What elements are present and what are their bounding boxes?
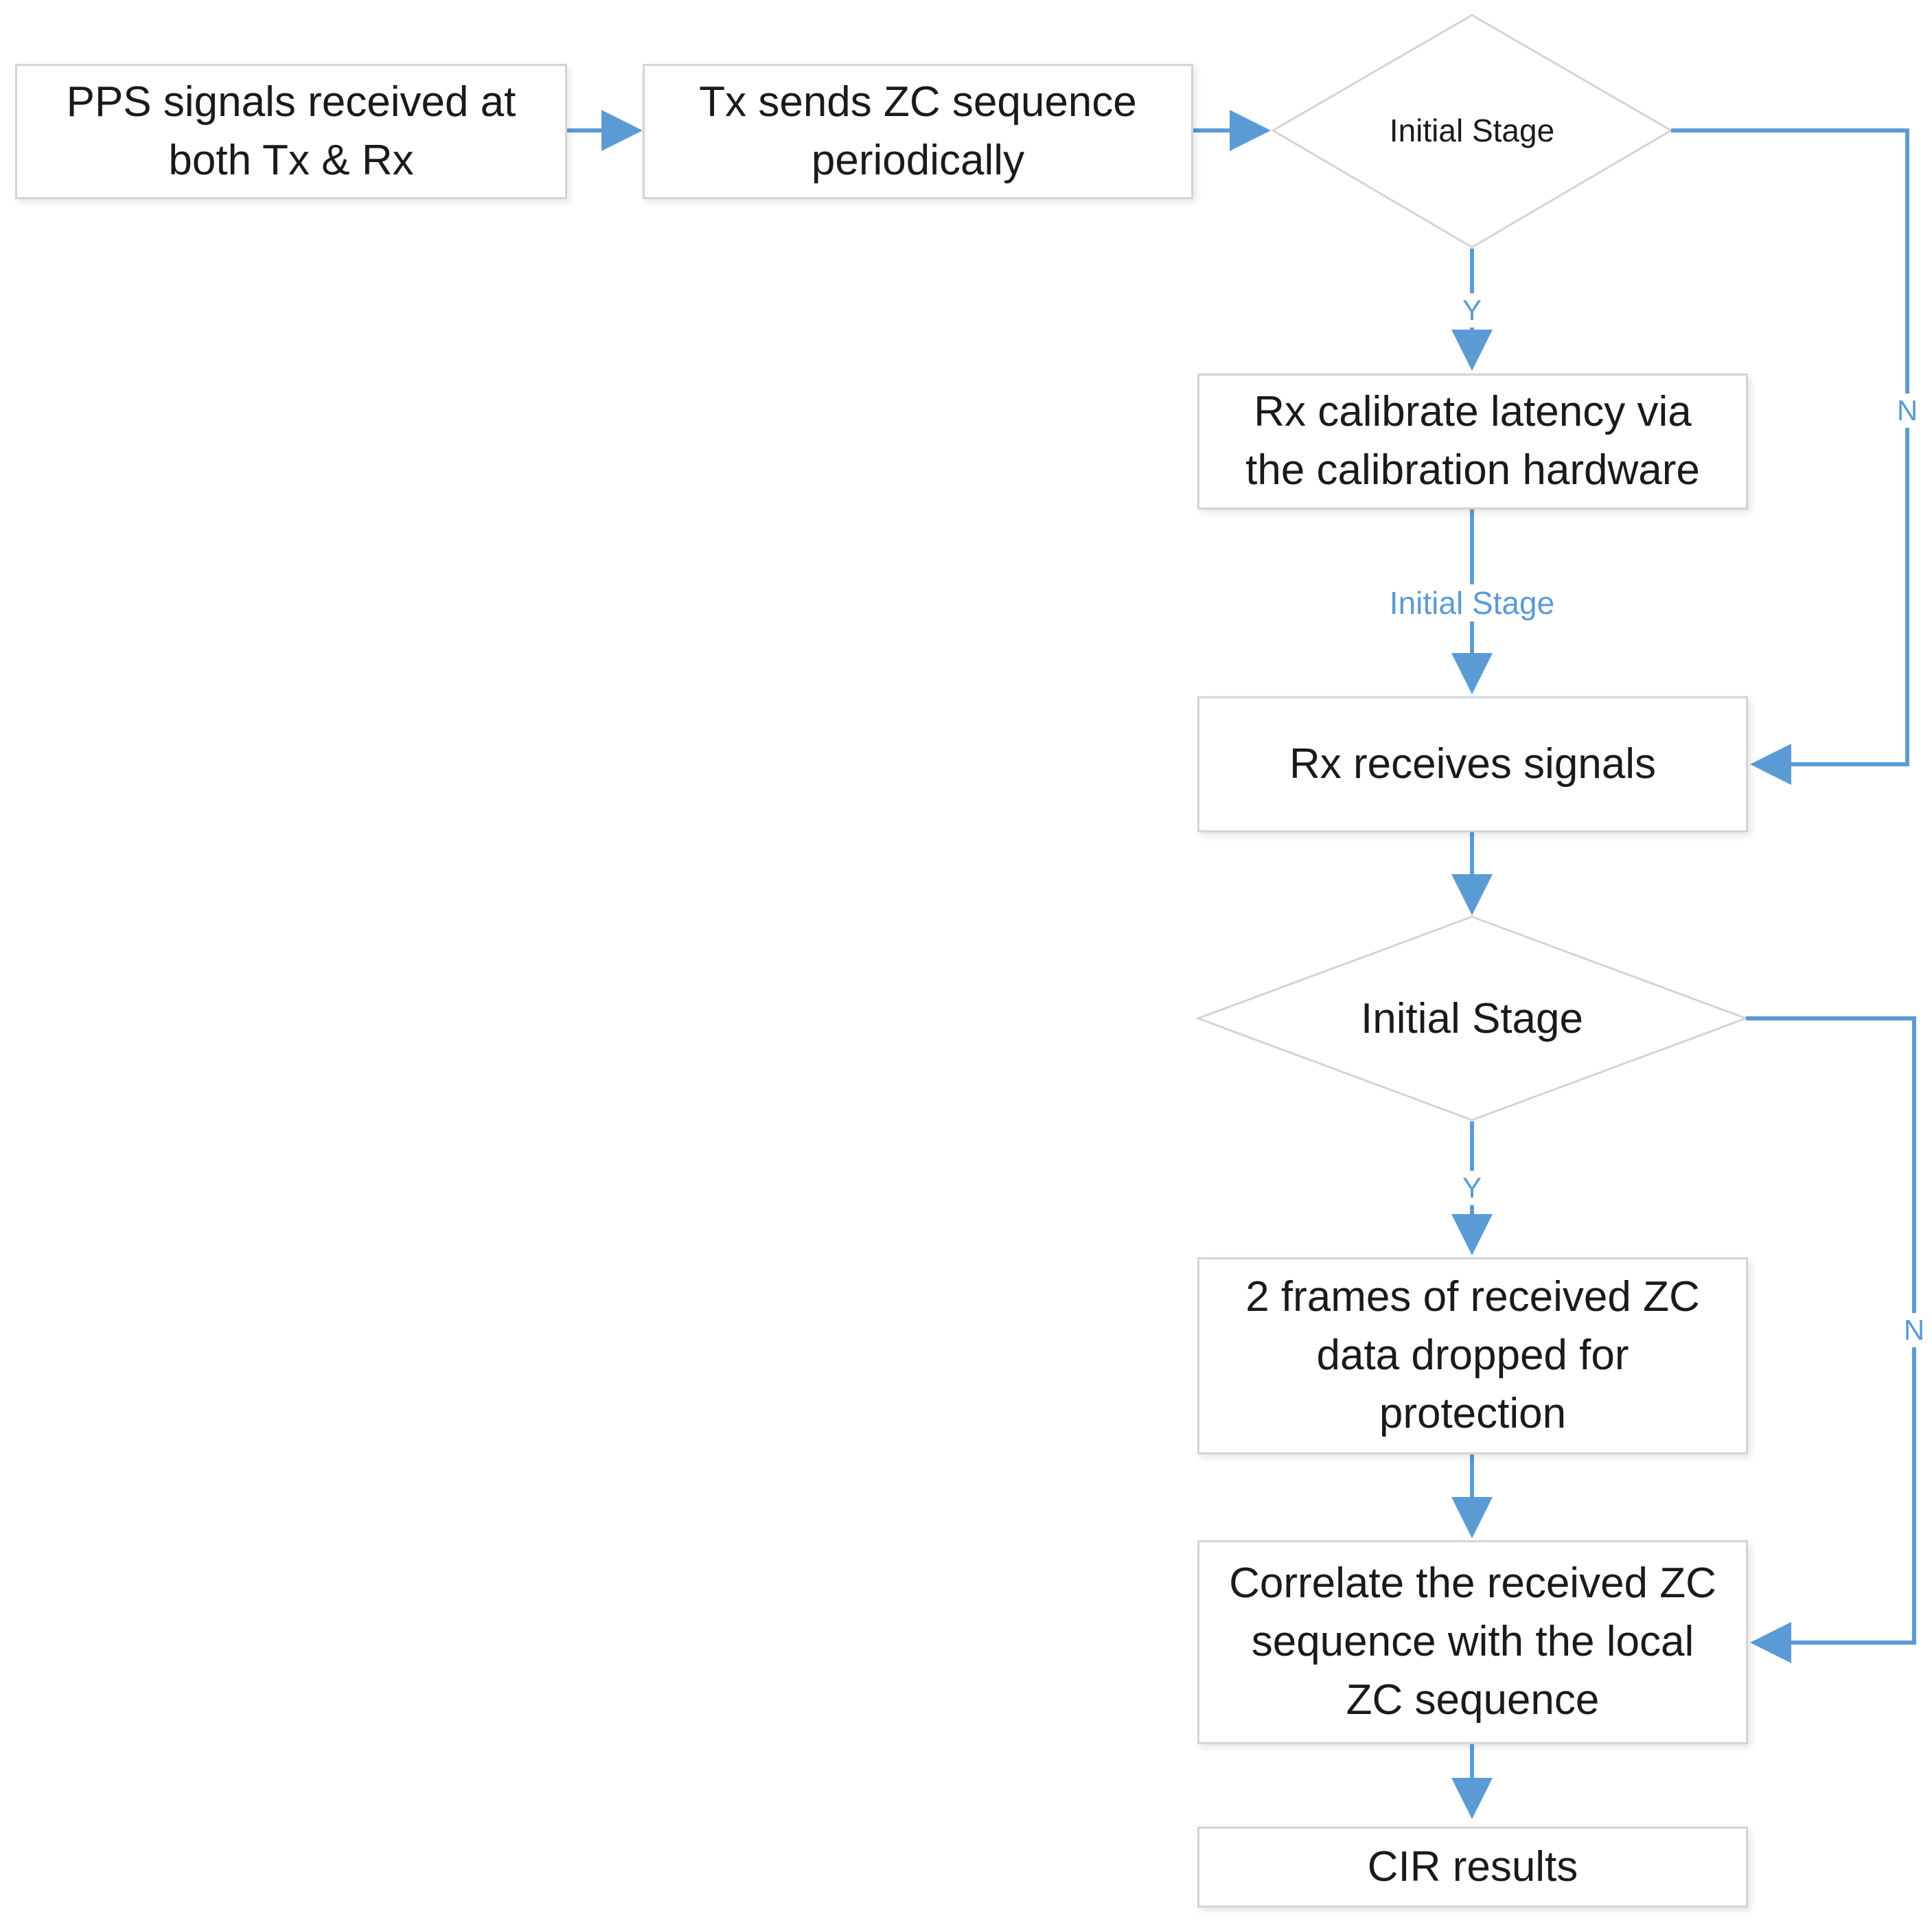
node-rx-receives-text: Rx receives signals	[1289, 740, 1657, 788]
node-tx-sends: Tx sends ZC sequence periodically	[643, 64, 1193, 199]
node-correlate: Correlate the received ZC sequence with …	[1197, 1540, 1748, 1744]
edge-label-decision2-no: N	[1900, 1313, 1928, 1347]
node-pps-signals: PPS signals received at both Tx & Rx	[15, 64, 567, 199]
node-cir-results: CIR results	[1197, 1827, 1748, 1908]
edge-label-calibrate-to-receive: Initial Stage	[1386, 584, 1558, 621]
node-rx-receives: Rx receives signals	[1197, 696, 1748, 832]
edge-decision2-no	[1746, 1016, 1916, 1663]
node-correlate-text: Correlate the received ZC sequence with …	[1229, 1559, 1716, 1724]
node-rx-calibrate: Rx calibrate latency via the calibration…	[1197, 374, 1748, 510]
decision2-diamond	[1195, 915, 1749, 1121]
node-cir-results-text: CIR results	[1367, 1842, 1578, 1890]
node-frames-dropped: 2 frames of received ZC data dropped for…	[1197, 1257, 1748, 1454]
node-pps-signals-text: PPS signals received at both Tx & Rx	[66, 78, 516, 184]
edge-label-decision1-yes: Y	[1459, 293, 1485, 328]
node-frames-dropped-text: 2 frames of received ZC data dropped for…	[1245, 1273, 1700, 1437]
edge-decision1-no	[1671, 128, 1909, 785]
node-rx-calibrate-text: Rx calibrate latency via the calibration…	[1245, 388, 1700, 494]
node-tx-sends-text: Tx sends ZC sequence periodically	[699, 78, 1137, 184]
decision1-diamond	[1271, 14, 1673, 249]
edge-label-decision1-no: N	[1894, 393, 1921, 428]
edge-label-decision2-yes: Y	[1459, 1171, 1485, 1205]
